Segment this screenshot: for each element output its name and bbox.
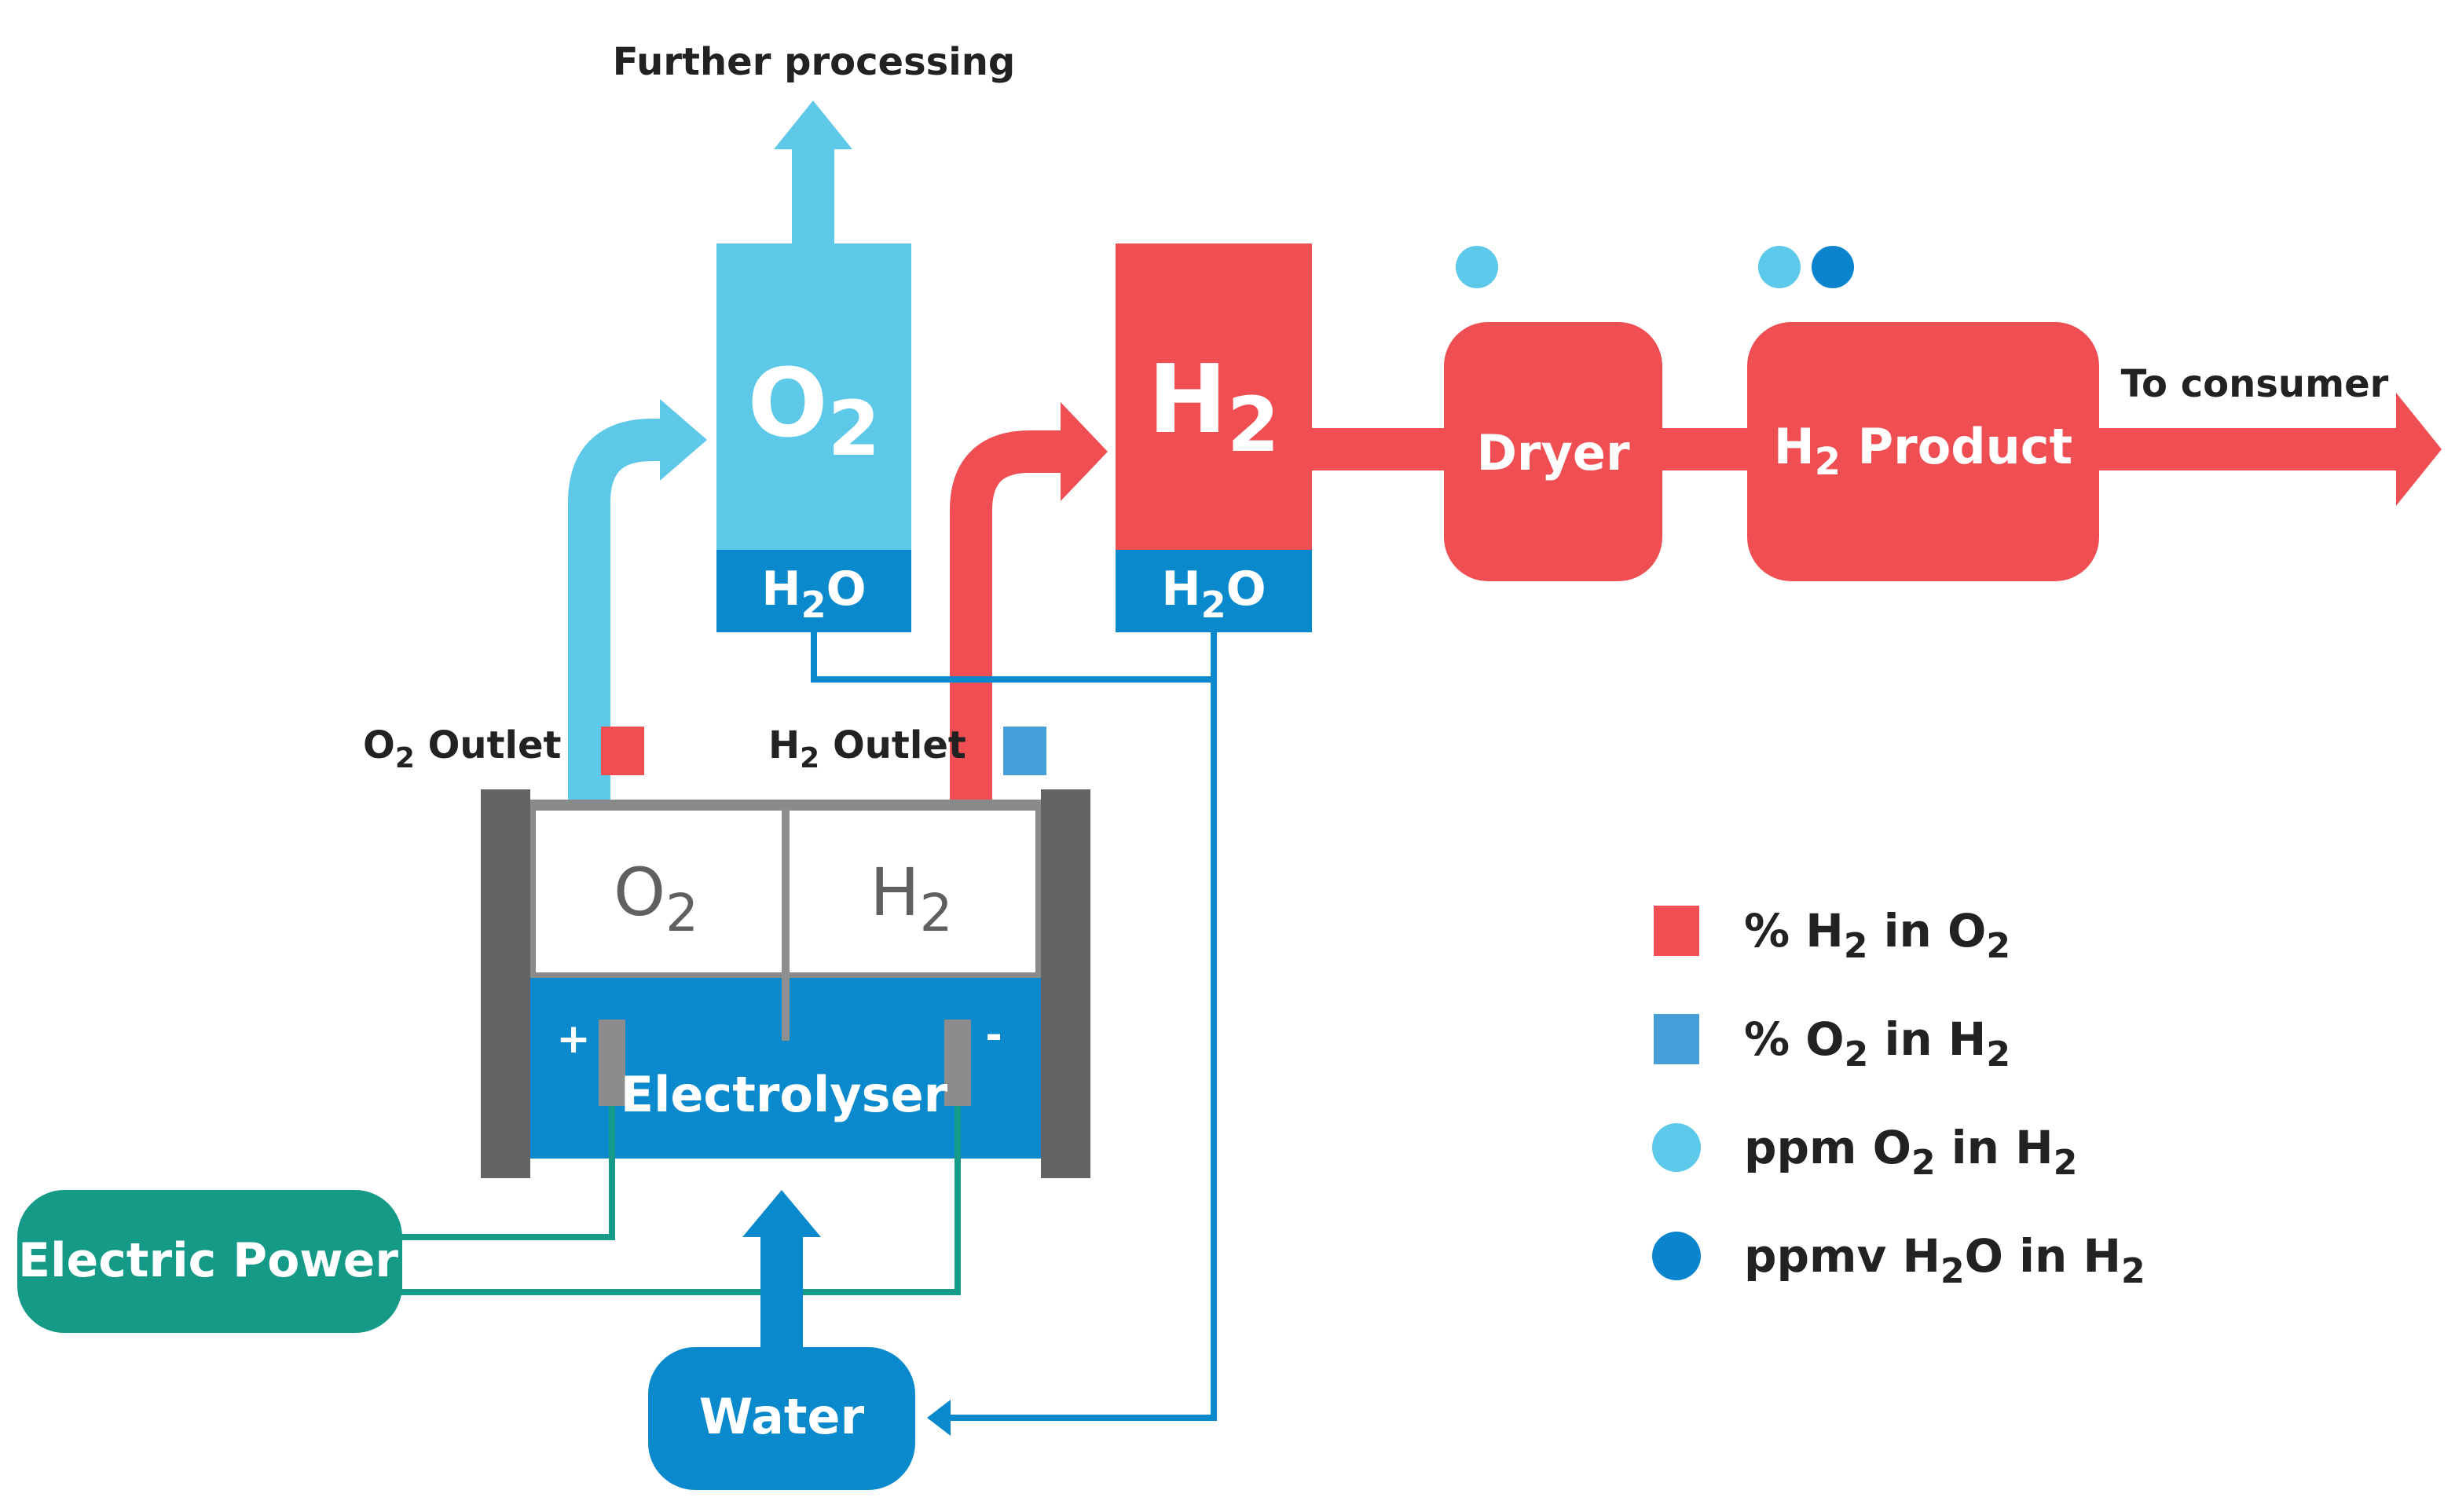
h2-tank-label: H2 <box>1148 346 1279 469</box>
h2-product-unit <box>1747 322 2099 581</box>
anode-sign: + <box>556 1016 591 1063</box>
o2-tank-water <box>716 550 911 632</box>
h2-riser-arrowhead <box>1061 402 1108 501</box>
product-h2o-sensor <box>1812 246 1854 288</box>
cathode-electrode <box>944 1020 971 1106</box>
o2-tank-label: O2 <box>748 350 881 473</box>
electrolyser: + - Electrolyser O2 H2 <box>481 789 1090 1178</box>
legend-item: % H2 in O2 <box>1654 904 2010 966</box>
water-feed-arrowhead <box>742 1190 821 1237</box>
o2-tank-drain-line <box>811 632 1214 683</box>
electric-power-unit <box>17 1190 402 1333</box>
electrolyser-right-plate <box>1041 789 1090 1178</box>
h2-flow: H2 H2O Dryer H2 Product <box>950 243 2442 809</box>
electrolyser-o2-label: O2 <box>614 854 698 943</box>
electrolyser-h2-label: H2 <box>870 854 952 943</box>
water-unit <box>648 1347 915 1490</box>
legend-label: ppm O2 in H2 <box>1744 1121 2077 1183</box>
product-o2-sensor <box>1758 246 1801 288</box>
o2-exhaust-arrowhead <box>774 101 852 149</box>
o2-exhaust-stem <box>792 141 834 251</box>
legend-swatch <box>1652 1123 1701 1172</box>
o2-tank-water-label: H2O <box>761 562 866 626</box>
o2-outlet-h2-sensor <box>601 727 644 775</box>
electric-power-label: Electric Power <box>18 1233 398 1288</box>
legend-label: ppmv H2O in H2 <box>1744 1229 2145 1291</box>
legend-item: ppmv H2O in H2 <box>1652 1229 2145 1291</box>
o2-riser-pipe <box>568 419 664 809</box>
legend-label: % O2 in H2 <box>1744 1012 2010 1075</box>
h2-outlet-o2-sensor <box>1003 727 1046 775</box>
legend-swatch <box>1652 1232 1701 1280</box>
o2-tank <box>716 243 911 550</box>
water-return <box>811 632 1217 1436</box>
water-return-line <box>939 632 1217 1421</box>
dryer-label: Dryer <box>1476 424 1630 481</box>
cathode-sign: - <box>985 1012 1002 1059</box>
legend-item: ppm O2 in H2 <box>1652 1121 2077 1183</box>
legend-swatch <box>1654 1014 1699 1064</box>
water-feed: Water <box>648 1190 915 1490</box>
h2-tank-water-label: H2O <box>1161 562 1266 626</box>
to-consumer-arrowhead <box>2396 393 2442 506</box>
legend: % H2 in O2 % O2 in H2 ppm O2 in H2 ppmv H2O… <box>1652 904 2145 1291</box>
legend-swatch <box>1654 906 1699 956</box>
water-feed-stem <box>760 1229 803 1351</box>
dryer-unit <box>1444 322 1662 581</box>
h2-outlet-label: H2 Outlet <box>768 723 966 774</box>
water-label: Water <box>699 1388 865 1445</box>
cathode-power-line <box>401 1106 961 1295</box>
o2-flow: O2 H2O <box>568 101 911 809</box>
h2-tank-water <box>1116 550 1312 632</box>
dryer-o2-sensor <box>1456 246 1498 288</box>
to-consumer-label: To consumer <box>2121 362 2389 406</box>
o2-riser-arrowhead <box>660 399 707 481</box>
electrolyser-label: Electrolyser <box>621 1066 948 1123</box>
anode-electrode <box>599 1020 625 1106</box>
h2-riser-pipe <box>950 430 1064 809</box>
further-processing-label: Further processing <box>613 40 1015 84</box>
legend-item: % O2 in H2 <box>1654 1012 2010 1075</box>
h2-product-label: H2 Product <box>1774 418 2072 484</box>
electric-power-feed: Electric Power <box>17 1106 961 1333</box>
h2-tank <box>1116 243 1312 550</box>
anode-power-line <box>401 1106 615 1240</box>
legend-label: % H2 in O2 <box>1744 904 2010 966</box>
water-return-arrowhead <box>927 1400 951 1436</box>
o2-outlet-label: O2 Outlet <box>363 723 561 774</box>
electrolyser-left-plate <box>481 789 530 1178</box>
